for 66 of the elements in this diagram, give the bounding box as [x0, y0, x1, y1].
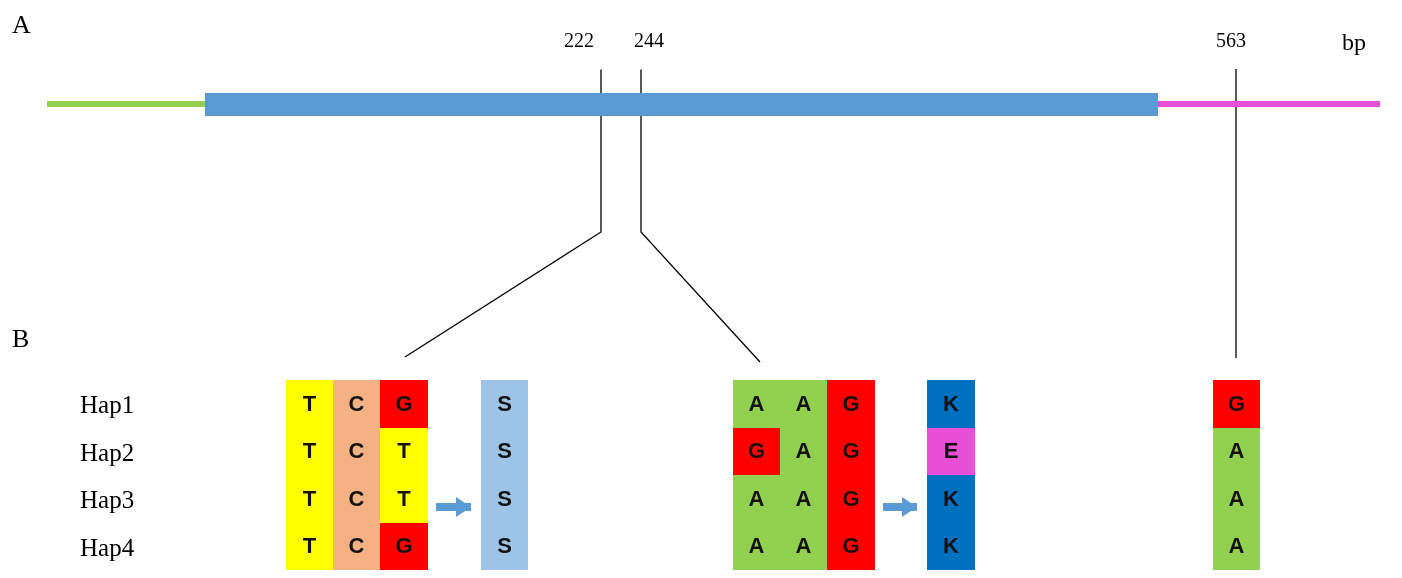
- nucleotide-letter: T: [301, 389, 318, 418]
- nucleotide-cell: [333, 380, 380, 570]
- nucleotide-letter: C: [347, 484, 366, 513]
- position-label: 222: [564, 30, 594, 50]
- amino-acid-letter: S: [496, 389, 513, 418]
- nucleotide-cell: [1213, 380, 1260, 428]
- nucleotide-letter: G: [841, 437, 861, 466]
- nucleotide-cell: [1213, 427, 1260, 570]
- nucleotide-letter: A: [747, 389, 766, 418]
- leader-line: [1235, 68, 1237, 359]
- nucleotide-letter: T: [301, 484, 318, 513]
- haplotype-label: Hap2: [80, 440, 135, 465]
- haplotype-label: Hap3: [80, 487, 135, 512]
- nucleotide-letter: G: [746, 437, 767, 466]
- amino-acid-letter: K: [942, 389, 960, 418]
- nucleotide-letter: T: [301, 532, 318, 561]
- nucleotide-cell: [380, 522, 428, 570]
- amino-acid-letter: S: [496, 484, 513, 513]
- nucleotide-letter: G: [394, 532, 414, 561]
- nucleotide-letter: G: [394, 389, 414, 418]
- haplotype-label: Hap4: [80, 535, 135, 560]
- leader-line: [404, 68, 602, 358]
- nucleotide-cell: [733, 380, 780, 428]
- nucleotide-cell: [380, 380, 428, 428]
- amino-acid-letter: K: [942, 532, 960, 561]
- amino-acid-cell: [927, 427, 975, 475]
- nucleotide-letter: A: [1227, 437, 1246, 466]
- position-label: 563: [1216, 30, 1246, 50]
- nucleotide-letter: A: [794, 437, 813, 466]
- nucleotide-letter: A: [747, 532, 766, 561]
- panel-label: B: [12, 326, 30, 352]
- nucleotide-letter: C: [347, 532, 366, 561]
- nucleotide-cell: [780, 380, 827, 570]
- amino-acid-cell: [927, 380, 975, 428]
- nucleotide-cell: [733, 427, 780, 475]
- nucleotide-letter: A: [794, 389, 813, 418]
- nucleotide-letter: A: [1227, 532, 1246, 561]
- amino-acid-letter: K: [942, 484, 960, 513]
- nucleotide-cell: [286, 380, 333, 570]
- nucleotide-cell: [380, 427, 428, 523]
- amino-acid-cell: [927, 475, 975, 570]
- position-label: 244: [634, 30, 664, 50]
- amino-acid-letter: S: [496, 437, 513, 466]
- coding-region-bar: [205, 93, 1158, 116]
- haplotype-label: Hap1: [80, 392, 135, 417]
- nucleotide-letter: A: [747, 484, 766, 513]
- nucleotide-letter: T: [396, 437, 412, 466]
- nucleotide-letter: A: [794, 484, 813, 513]
- amino-acid-cell: [481, 380, 528, 570]
- nucleotide-letter: T: [396, 484, 412, 513]
- nucleotide-letter: A: [1227, 484, 1246, 513]
- nucleotide-letter: C: [347, 437, 366, 466]
- nucleotide-letter: A: [794, 532, 813, 561]
- leader-line: [640, 68, 761, 363]
- nucleotide-cell: [733, 475, 780, 570]
- amino-acid-letter: S: [496, 532, 513, 561]
- nucleotide-letter: G: [841, 484, 861, 513]
- nucleotide-letter: G: [841, 532, 861, 561]
- unit-label: bp: [1342, 30, 1366, 54]
- panel-label: A: [12, 12, 31, 38]
- nucleotide-letter: C: [347, 389, 366, 418]
- nucleotide-cell: [827, 380, 875, 570]
- amino-acid-letter: E: [942, 437, 960, 466]
- nucleotide-letter: T: [301, 437, 318, 466]
- nucleotide-letter: G: [1226, 389, 1247, 418]
- nucleotide-letter: G: [841, 389, 861, 418]
